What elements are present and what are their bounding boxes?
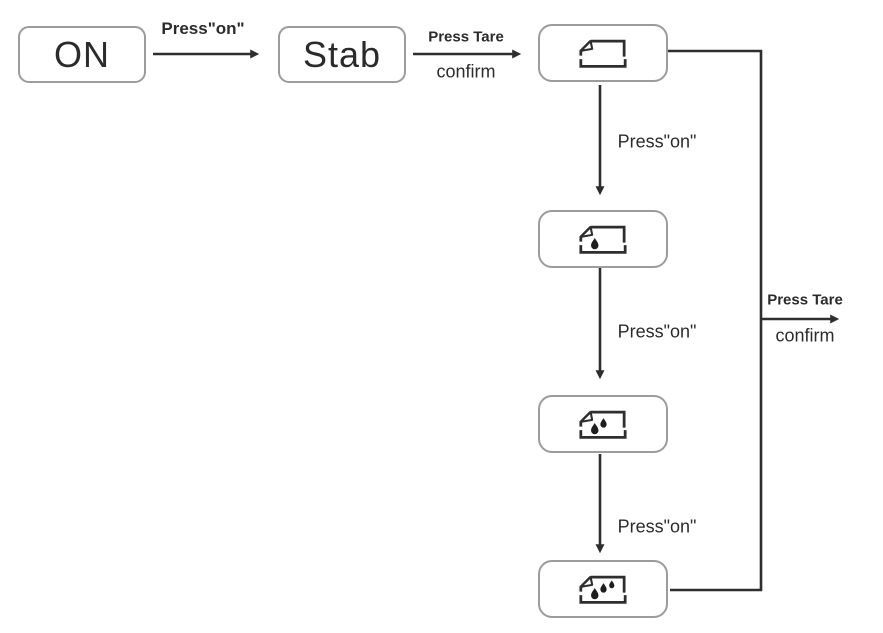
press-tare-label-top: Press Tare (428, 28, 504, 46)
press-on-label-1: Press"on" (161, 19, 245, 38)
on-node-label: ON (54, 33, 110, 75)
pan-three-drops-node (538, 560, 668, 618)
pan-one-drop-node (538, 210, 668, 268)
confirm-label-top: confirm (436, 61, 496, 82)
loop-line (668, 49, 763, 592)
pan-empty-node (538, 24, 668, 82)
stab-node-label: Stab (302, 33, 382, 75)
drops-group (591, 237, 599, 249)
sample-pan-1-drop-icon (579, 225, 627, 254)
sample-pan-empty-icon (579, 39, 627, 68)
drops-group (591, 417, 607, 434)
drops-group (591, 579, 615, 599)
confirm-label-right: confirm (775, 325, 835, 346)
pan-two-drops-node (538, 395, 668, 453)
press-on-label-3: Press"on" (617, 321, 697, 342)
stab-node: Stab (278, 26, 406, 83)
press-on-label-2: Press"on" (617, 131, 697, 152)
sample-pan-2-drops-icon (579, 410, 627, 439)
press-tare-label-right: Press Tare (767, 291, 843, 309)
sample-pan-3-drops-icon (579, 575, 627, 604)
press-on-label-4: Press"on" (617, 516, 697, 537)
on-node: ON (18, 26, 146, 83)
